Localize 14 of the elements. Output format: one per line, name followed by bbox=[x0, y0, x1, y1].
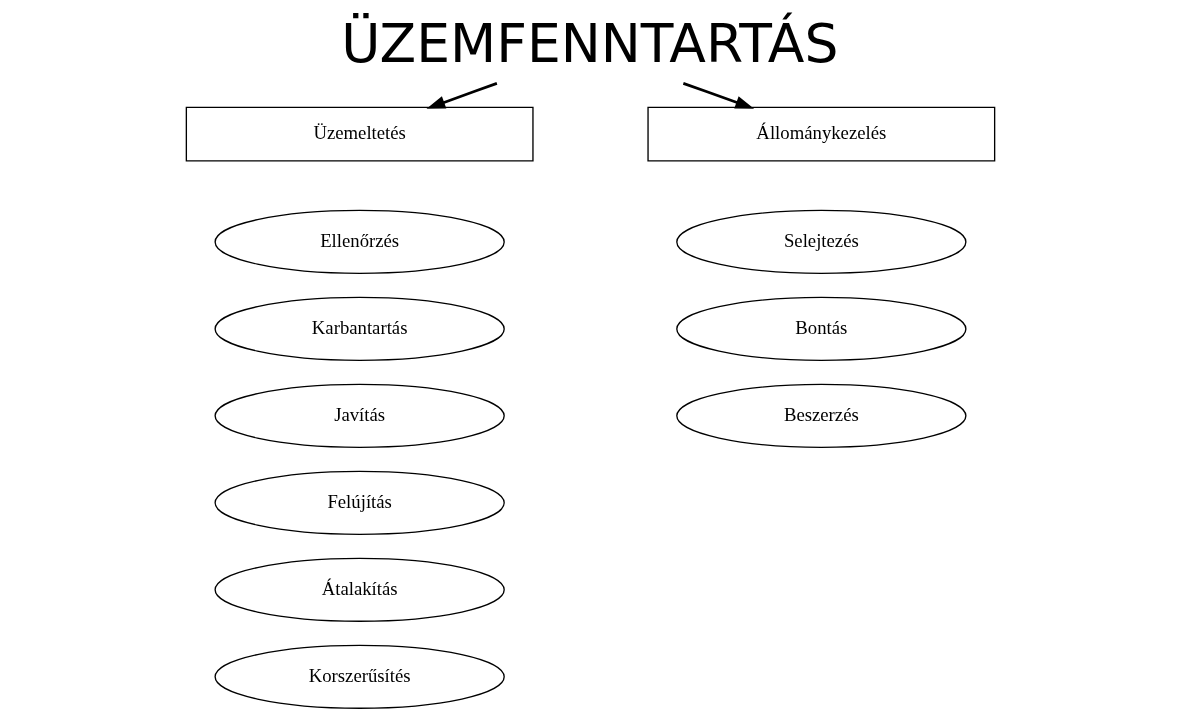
node-ellipse: Felújítás bbox=[214, 470, 505, 535]
node-box: Üzemeltetés bbox=[185, 106, 534, 162]
node-ellipse: Selejtezés bbox=[676, 209, 967, 275]
node-ellipse: Ellenőrzés bbox=[214, 209, 505, 275]
node-box: Állománykezelés bbox=[647, 106, 996, 162]
arrow bbox=[682, 82, 755, 109]
node-ellipse: Korszerűsítés bbox=[214, 644, 505, 709]
node-text: ÜZEMFENNTARTÁS bbox=[341, 11, 839, 75]
node-ellipse: Javítás bbox=[214, 383, 505, 448]
node-ellipse: Bontás bbox=[676, 296, 967, 361]
node-ellipse: Átalakítás bbox=[214, 557, 505, 622]
node-ellipse: Karbantartás bbox=[214, 296, 505, 361]
node-ellipse: Beszerzés bbox=[676, 383, 967, 448]
arrow bbox=[426, 82, 498, 109]
